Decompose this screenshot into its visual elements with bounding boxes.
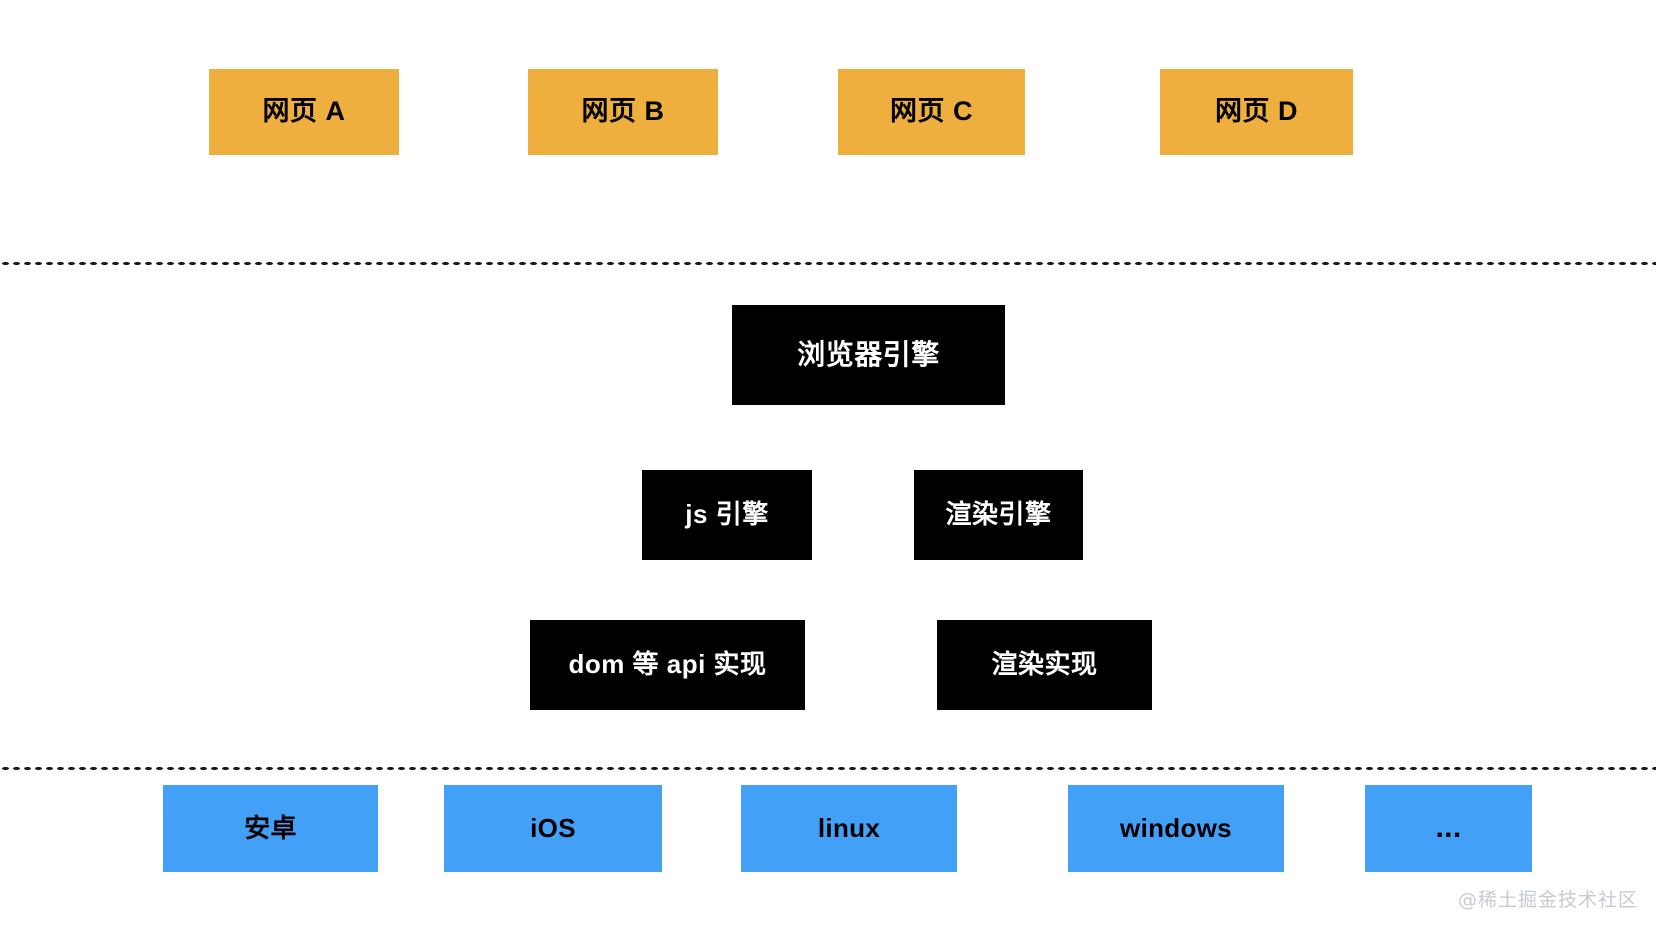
render-engine-node[interactable]: 渲染引擎 (914, 470, 1083, 560)
os-node-windows[interactable]: windows (1068, 785, 1284, 872)
os-node-android[interactable]: 安卓 (163, 785, 378, 872)
web-page-node-d[interactable]: 网页 D (1160, 69, 1353, 155)
os-node-ios[interactable]: iOS (444, 785, 662, 872)
os-node-linux[interactable]: linux (741, 785, 957, 872)
render-implementation-node[interactable]: 渲染实现 (937, 620, 1152, 710)
web-page-node-c[interactable]: 网页 C (838, 69, 1025, 155)
web-page-node-a[interactable]: 网页 A (209, 69, 399, 155)
divider-engine-os (0, 766, 1656, 771)
browser-engine-node[interactable]: 浏览器引擎 (732, 305, 1005, 405)
os-node-more[interactable]: ... (1365, 785, 1532, 872)
watermark-label: @稀土掘金技术社区 (1457, 889, 1638, 911)
js-engine-node[interactable]: js 引擎 (642, 470, 812, 560)
divider-pages-engine (0, 261, 1656, 266)
dom-api-implementation-node[interactable]: dom 等 api 实现 (530, 620, 805, 710)
web-page-node-b[interactable]: 网页 B (528, 69, 718, 155)
